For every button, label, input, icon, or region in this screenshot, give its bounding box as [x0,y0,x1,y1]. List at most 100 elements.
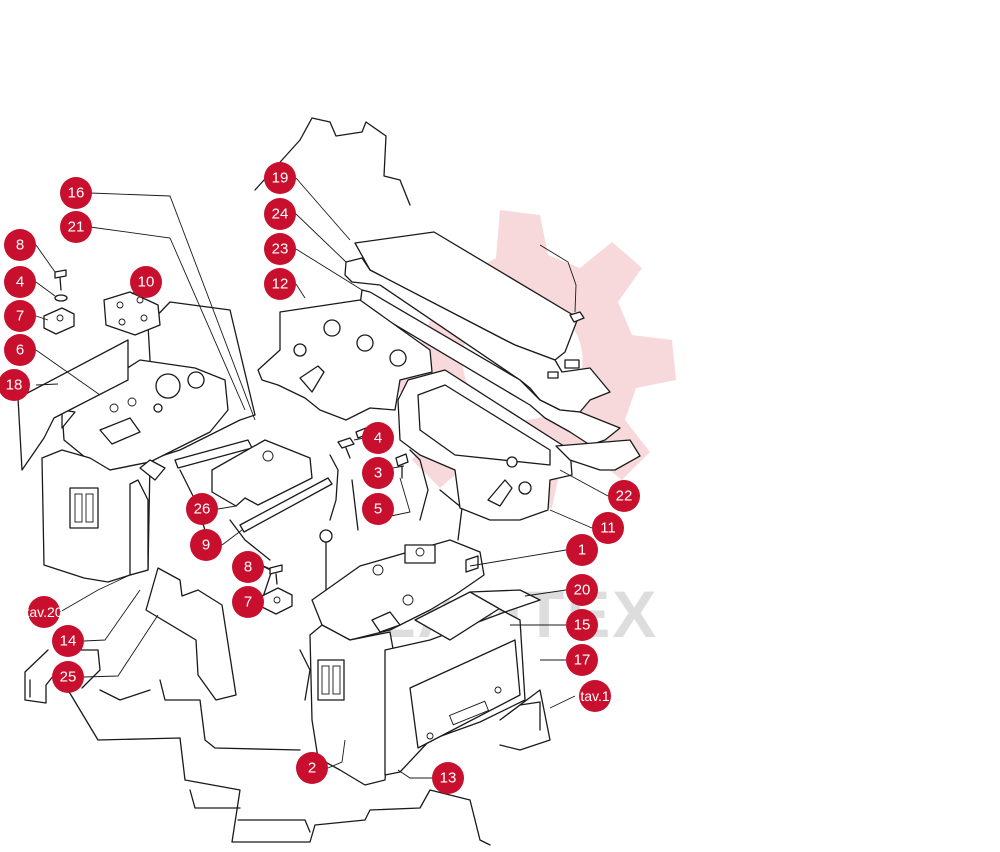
callout-label: 25 [60,669,77,686]
callout: 12 [264,268,296,300]
callout: 18 [0,369,30,401]
callout: tav.1 [579,680,611,712]
callout: 15 [566,609,598,641]
callout-badge [579,680,611,712]
callout: 24 [264,198,296,230]
callout-badge [592,512,624,544]
callout: 17 [566,644,598,676]
block-26 [211,439,313,507]
callout-badge [432,762,464,794]
callout-badge [4,334,36,366]
callout-badge [60,177,92,209]
callout-badge [264,162,296,194]
callout: 1 [566,534,598,566]
left-cab-unit [41,301,256,583]
callout: 5 [362,493,394,525]
callout-label: 7 [16,308,24,325]
callout-badge [60,211,92,243]
fastener-group-lower [261,564,293,615]
callout-badge [608,480,640,512]
rear-bracket-right [397,369,573,521]
callout-label: 22 [616,488,633,505]
callout-badge [4,300,36,332]
left-side-panel [17,339,129,471]
callout-badge [566,644,598,676]
callout-label: 20 [574,582,591,599]
callout-label: 9 [202,537,210,554]
callout: 20 [566,574,598,606]
callout-badge [130,266,162,298]
fastener-group-top-left [43,269,75,335]
callout: 19 [264,162,296,194]
callout-label: 21 [68,219,85,236]
top-panel-assembly [344,231,621,446]
callout: 26 [186,493,218,525]
callout-badge [362,457,394,489]
fastener-group-middle [337,427,409,479]
callout: 25 [52,661,84,693]
callout-label: tav.1 [580,688,610,704]
callout-label: 4 [16,274,24,291]
callout: 4 [4,266,36,298]
callout-label: 19 [272,170,289,187]
callout: 23 [264,233,296,265]
callout-label: 17 [574,652,591,669]
callout-badge [28,596,60,628]
callout-label: 11 [600,520,616,537]
callout: 9 [190,529,222,561]
callout-label: 24 [272,206,289,223]
callout-badge [566,609,598,641]
callout-badge [52,661,84,693]
callout: 11 [592,512,624,544]
callout: 13 [432,762,464,794]
callout-label: 10 [138,274,155,291]
callout: 14 [52,625,84,657]
callout-badge [4,266,36,298]
callout: 6 [4,334,36,366]
callout-label: 3 [374,465,382,482]
callout-label: 12 [272,276,289,293]
callout: 22 [608,480,640,512]
callout-badge [52,625,84,657]
callout: 16 [60,177,92,209]
callout: 21 [60,211,92,243]
callout-badge [232,551,264,583]
callout: 10 [130,266,162,298]
callout-badge [264,268,296,300]
callout: 3 [362,457,394,489]
callout-label: 2 [308,760,316,777]
callout: 2 [296,752,328,784]
callout-label: tav.20 [25,604,62,620]
callout: 7 [232,586,264,618]
callout-badge [232,586,264,618]
callout-badge [4,229,36,261]
callout: 4 [362,422,394,454]
panel-25 [145,567,237,701]
plate-10 [103,291,161,336]
callout-badge [264,198,296,230]
callout-badge [0,369,30,401]
callout-label: 1 [578,542,586,559]
rear-bracket-left [257,299,433,421]
callout-badge [186,493,218,525]
callout-label: 13 [440,770,457,787]
callout: tav.20 [25,596,63,628]
callout-label: 14 [60,633,77,650]
callout: 7 [4,300,36,332]
callout-badge [264,233,296,265]
callout: 8 [4,229,36,261]
callout-label: 6 [16,342,24,359]
callout-badge [566,534,598,566]
callout-badge [362,493,394,525]
bar-9 [239,477,333,533]
callout-label: 4 [374,430,382,447]
callout-label: 16 [68,185,85,202]
callout-label: 23 [272,241,289,258]
callout-label: 8 [16,237,24,254]
callout-badge [296,752,328,784]
callout-badge [362,422,394,454]
callout-label: 15 [574,617,591,634]
callout-label: 18 [6,377,23,394]
callout: 8 [232,551,264,583]
callout-label: 5 [374,501,382,518]
